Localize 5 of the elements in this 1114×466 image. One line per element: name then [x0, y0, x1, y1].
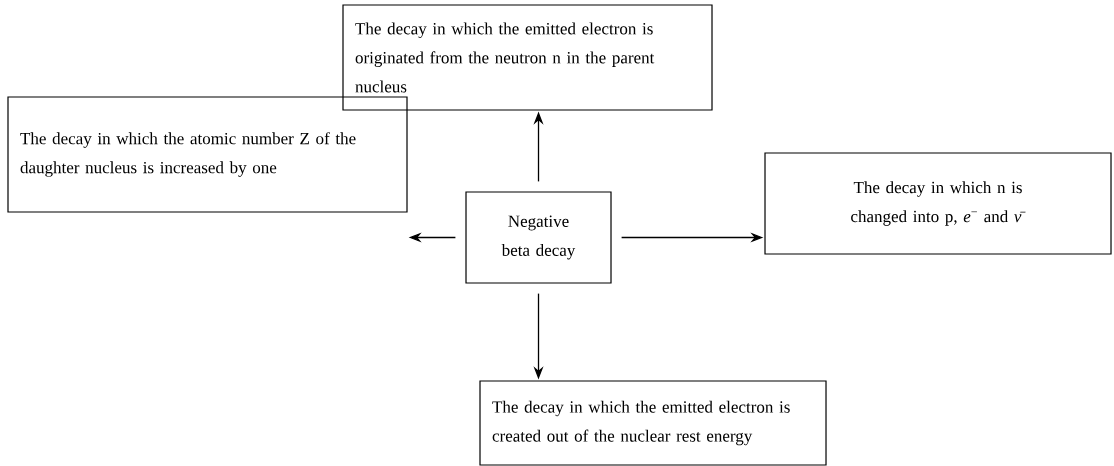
text-box: The decay in which the atomic number Z of the daughter nucleus is increased by one: [7, 96, 408, 213]
text-box: The decay in which n is changed into p, e$^{−}$ and ν̄: [764, 152, 1112, 255]
text-box: Negative beta decay: [465, 191, 612, 284]
text-box: The decay in which the emitted electron is originated from the neutron n in the parent nucleus: [342, 4, 713, 111]
text-box: The decay in which the emitted electron is created out of the nuclear rest energy: [479, 380, 827, 466]
